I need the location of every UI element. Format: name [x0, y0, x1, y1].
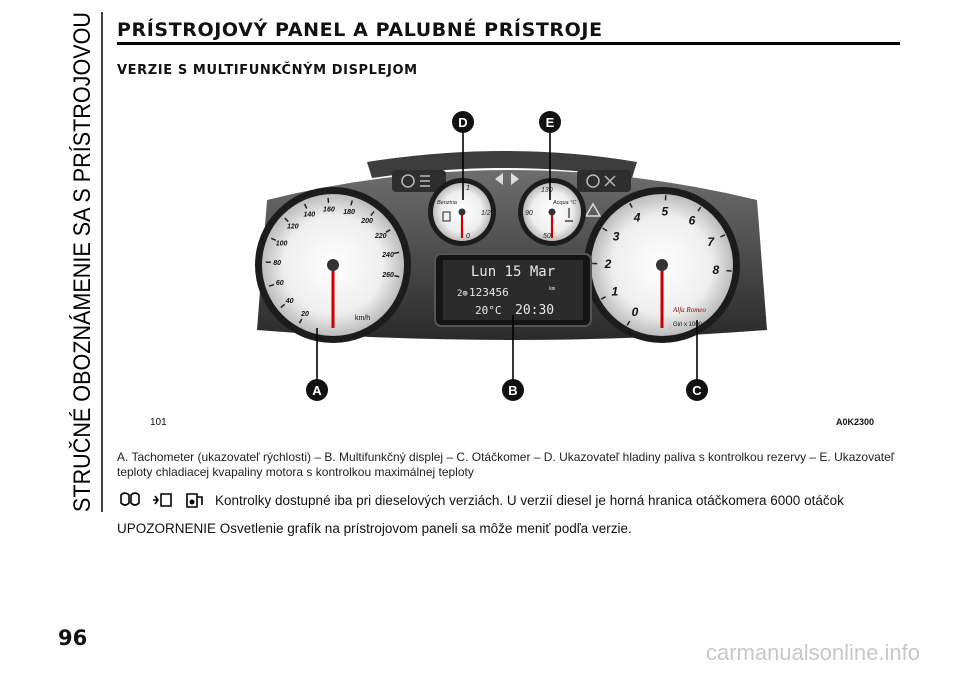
svg-text:A: A [312, 383, 322, 398]
speedTicks-label: 200 [360, 218, 373, 225]
side-section-title: STRUČNÉ OBOZNÁMENIE SA S PRÍSTROJOVOU [0, 0, 116, 520]
callout-a: A [306, 379, 328, 401]
speedTicks-tick [280, 303, 286, 309]
hazard-warning-icon [584, 202, 602, 217]
side-section-title-text: STRUČNÉ OBOZNÁMENIE SA S PRÍSTROJOVOU [68, 12, 96, 512]
diesel-warning-icons [117, 491, 209, 509]
speedTicks-label: 260 [381, 272, 394, 279]
tachTicks-label: 2 [604, 257, 612, 271]
svg-text:0: 0 [466, 233, 470, 240]
low-beam-icon [401, 174, 415, 188]
svg-text:B: B [508, 383, 517, 398]
rear-fog-light-icon [604, 175, 616, 187]
glow-plug-icon [120, 492, 140, 506]
figure-number: 101 [150, 417, 167, 428]
tachTicks-label: 4 [633, 210, 641, 224]
speedTicks-label: 180 [343, 209, 355, 216]
svg-text:1/2: 1/2 [481, 210, 491, 217]
tachTicks-label: 6 [689, 213, 696, 227]
tachTicks-tick [626, 320, 631, 326]
svg-text:1: 1 [466, 185, 470, 192]
speedTicks-label: 220 [374, 233, 387, 240]
tachTicks-label: 1 [612, 285, 619, 299]
temperature-gauge: Acqua °C 130 90 50 [518, 178, 586, 246]
watermark: carmanualsonline.info [705, 640, 920, 665]
tachTicks-tick [602, 227, 608, 232]
tachTicks-tick [629, 202, 633, 208]
speedTicks-tick [284, 217, 289, 223]
speedTicks-label: 160 [323, 207, 335, 214]
tachTicks-label: 3 [613, 230, 620, 244]
speedTicks-label: 240 [381, 252, 394, 259]
high-beam-icon [586, 174, 600, 188]
speedTicks-label: 20 [300, 311, 309, 318]
diesel-filter-icon [153, 493, 172, 507]
display-temperature: 20°C [475, 304, 502, 317]
svg-text:50: 50 [543, 233, 551, 240]
svg-text:130: 130 [541, 187, 553, 194]
svg-text:90: 90 [525, 210, 533, 217]
speedTicks-tick [270, 237, 277, 241]
diesel-note-text: Kontrolky dostupné iba pri dieselových v… [215, 492, 844, 508]
tachTicks-tick [697, 206, 702, 212]
display-gear-icon: 2⊕ [457, 289, 468, 299]
warning-text: UPOZORNENIE Osvetlenie grafík na prístro… [117, 521, 632, 536]
speedTicks-label: 80 [273, 260, 281, 267]
temperature-label: Acqua °C [552, 200, 576, 206]
turn-signal-icon [495, 173, 519, 185]
speedTicks-label: 100 [276, 240, 288, 247]
speedTicks-label: 60 [276, 280, 284, 287]
section-subheading: VERZIE S MULTIFUNKČNÝM DISPLEJOM [117, 63, 418, 78]
callout-c: C [686, 379, 708, 401]
figure-code: A0K2300 [836, 417, 875, 427]
tachTicks-label: 0 [632, 305, 639, 319]
tachTicks-label: 7 [707, 235, 715, 249]
tachTicks-label: 5 [662, 204, 669, 218]
speedTicks-tick [298, 318, 303, 324]
display-odometer: 123456 [469, 286, 509, 299]
speedTicks-tick [394, 275, 400, 278]
speedTicks-tick [394, 251, 400, 255]
callout-d: D [452, 111, 474, 133]
speedTicks-label: 140 [303, 212, 315, 219]
heading-rule [117, 42, 900, 45]
fuel-pump-icon [442, 211, 451, 222]
speedometer-dial: 20 40 60 80 100 120 140 160 180 200 220 240 260 km/h [255, 187, 411, 343]
page-number: 96 [58, 626, 88, 650]
fuel-label: Benzina [437, 200, 457, 206]
page-heading: PRÍSTROJOVÝ PANEL A PALUBNÉ PRÍSTROJE [117, 19, 603, 41]
brand-script: Alfa Romeo [672, 306, 706, 314]
speed-unit-label: km/h [355, 315, 370, 322]
fog-light-icon [420, 175, 430, 187]
rpm-unit-label: Giri x 1000 [673, 322, 703, 328]
speedTicks-label: 40 [285, 298, 294, 305]
display-date: Lun 15 Mar [471, 264, 555, 280]
fuel-gauge: Benzina 1 1/2 0 [428, 178, 496, 246]
tachTicks-tick [600, 296, 606, 300]
tachTicks-label: 8 [712, 263, 719, 277]
callout-e: E [539, 111, 561, 133]
water-in-fuel-icon [186, 493, 203, 508]
svg-text:E: E [546, 115, 555, 130]
svg-text:D: D [458, 115, 467, 130]
tachTicks-tick [720, 234, 726, 238]
coolant-temp-icon [565, 208, 573, 222]
diesel-note: Kontrolky dostupné iba pri dieselových v… [117, 491, 844, 509]
display-odometer-unit: km [549, 286, 555, 292]
speedTicks-tick [303, 203, 308, 209]
callout-b: B [502, 379, 524, 401]
display-time: 20:30 [515, 303, 554, 318]
speedTicks-tick [350, 200, 354, 206]
speedTicks-tick [385, 229, 391, 233]
svg-text:C: C [692, 383, 702, 398]
speedTicks-label: 120 [287, 223, 299, 230]
tachTicks-tick [726, 269, 732, 272]
figure-caption: A. Tachometer (ukazovateľ rýchlosti) – B… [117, 450, 895, 479]
multifunction-display: Lun 15 Mar 123456 km 2⊕ 20°C 20:30 [434, 253, 592, 327]
speedTicks-tick [268, 283, 275, 287]
speedTicks-tick [370, 211, 375, 217]
